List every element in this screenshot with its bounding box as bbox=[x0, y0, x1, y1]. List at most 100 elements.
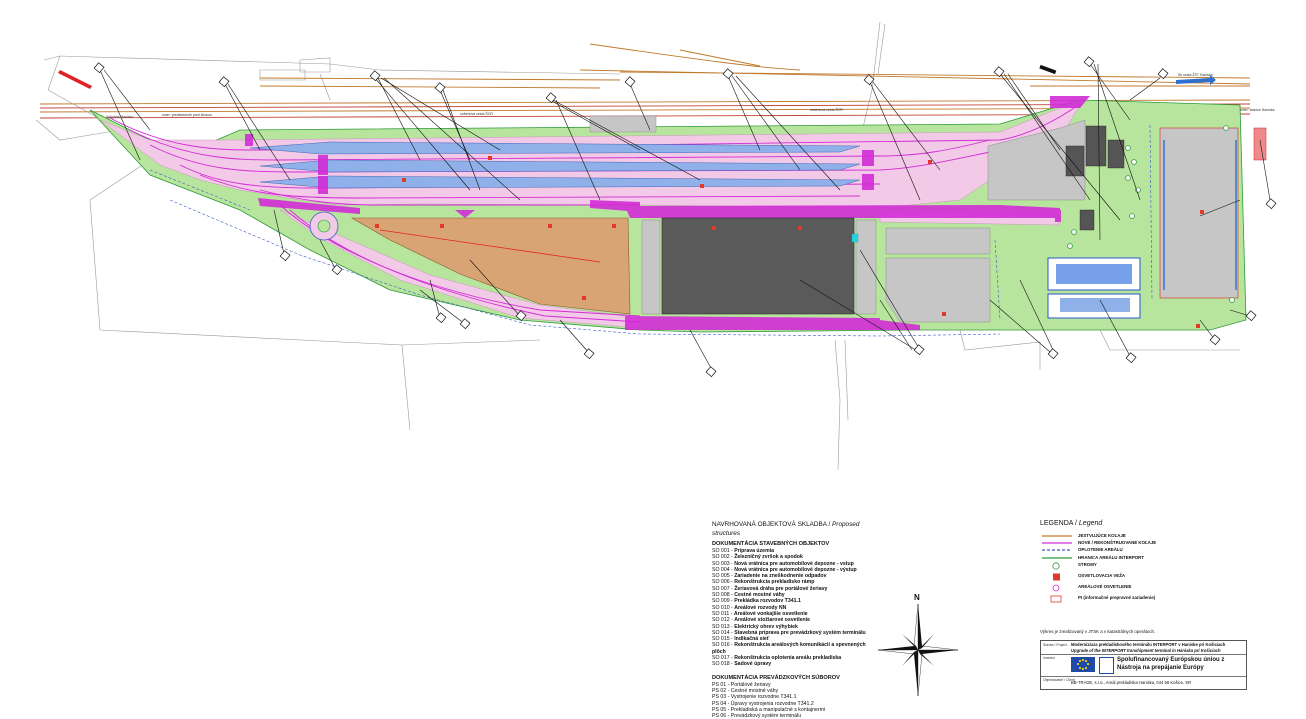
ps-code: PS 03 bbox=[712, 694, 727, 701]
object-list-title: NAVRHOVANÁ OBJEKTOVÁ SKLADBA / Proposed … bbox=[712, 520, 872, 538]
eu-cofinanced-line2: Nástroja na prepájanie Európy bbox=[1117, 664, 1204, 671]
so-item: SO 004 - Nová vrátnica pre automobilové … bbox=[712, 567, 872, 573]
ps-name: Úpravy vystrojenia rozvodne T341.2 bbox=[730, 700, 814, 707]
blue-parking-fill bbox=[1056, 264, 1132, 284]
legend-symbol-tree-icon bbox=[1052, 562, 1060, 570]
so-separator: - bbox=[729, 636, 735, 643]
fence-lines bbox=[149, 124, 1153, 337]
so-item: SO 003 - Nová vrátnica pre automobilové … bbox=[712, 561, 872, 567]
so-separator: - bbox=[729, 579, 735, 586]
parking-area bbox=[1159, 127, 1239, 299]
eu-flag-icon bbox=[1071, 657, 1095, 672]
title-block-investor-row: Investor Spolufinancovaný Európskou únio… bbox=[1041, 654, 1246, 677]
so-separator: - bbox=[729, 604, 735, 611]
so-code: SO 003 bbox=[712, 560, 730, 567]
so-name: Príprava územia bbox=[734, 548, 775, 554]
so-code: SO 011 bbox=[712, 610, 730, 617]
brown-storage-area bbox=[350, 217, 631, 315]
ps-item: PS 03 - Vystrojenie rozvodne T341.1 bbox=[712, 694, 872, 700]
container-platform bbox=[661, 217, 855, 315]
legend-symbol-pi-icon bbox=[1050, 595, 1062, 603]
so-separator: - bbox=[729, 598, 735, 605]
so-separator: - bbox=[729, 554, 735, 561]
ps-item: PS 01 - Portálové žeriavy bbox=[712, 682, 872, 688]
so-name: Rekonštrukcia oplotenia areálu prekladis… bbox=[734, 655, 842, 662]
so-item: SO 001 - Príprava územia bbox=[712, 548, 872, 554]
so-name: Areálové stožiarové osvetlenie bbox=[734, 617, 811, 624]
so-item: SO 010 - Areálové rozvody NN bbox=[712, 605, 872, 611]
ps-name: Prekladiská a manipulačné s kontajnermi bbox=[730, 706, 826, 713]
so-item: SO 016 - Rekonštrukcia areálových komuni… bbox=[712, 642, 872, 655]
ps-name: Portálové žeriavy bbox=[730, 681, 771, 688]
so-heading: DOKUMENTÁCIA STAVEBNÝCH OBJEKTOV bbox=[712, 541, 830, 547]
so-separator: - bbox=[729, 592, 735, 599]
ps-code: PS 01 bbox=[712, 681, 727, 688]
title-block: Stavba / Project Modernizácia prekladisk… bbox=[1040, 640, 1247, 690]
so-separator: - bbox=[729, 573, 735, 580]
so-name: Zariadenie na zneškodnenie odpadov bbox=[734, 573, 827, 580]
grey-area-right bbox=[885, 227, 991, 255]
lighting-towers bbox=[375, 156, 1204, 328]
so-item: SO 012 - Areálové stožiarové osvetlenie bbox=[712, 617, 872, 623]
so-code: SO 018 bbox=[712, 661, 730, 668]
ps-separator: - bbox=[726, 700, 731, 707]
grey-rect-top bbox=[589, 115, 657, 133]
object-list-title-text: NAVRHOVANÁ OBJEKTOVÁ SKLADBA / bbox=[712, 521, 833, 528]
project-title-en: Upgrade of the INTERPORT transhipment te… bbox=[1071, 647, 1221, 653]
so-code: SO 009 bbox=[712, 598, 730, 605]
so-name: Cestné mostné váhy bbox=[734, 592, 785, 599]
client-key: Objednávateľ / Client bbox=[1043, 678, 1075, 682]
legend-items: JESTVUJÚCE KOĽAJE NOVÉ / REKONŠTRUOVANÉ K… bbox=[1040, 533, 1240, 606]
legend-item: OPLOTENIE AREÁLU bbox=[1040, 547, 1240, 554]
so-item: SO 006 - Rekonštrukcia prekladisko rámp bbox=[712, 579, 872, 585]
so-item: SO 015 - Indikačná sieť bbox=[712, 636, 872, 642]
so-code: SO 007 bbox=[712, 585, 730, 592]
legend-item: NOVÉ / REKONŠTRUOVANÉ KOĽAJE bbox=[1040, 540, 1240, 547]
project-title-sk: Modernizácia prekladiskového terminálu I… bbox=[1071, 642, 1226, 647]
brown-area-red-line bbox=[379, 229, 601, 263]
so-separator: - bbox=[729, 655, 735, 662]
label-railway-normal-right: súbehová cesta ŠCR bbox=[810, 107, 843, 112]
project-key: Stavba / Project bbox=[1043, 643, 1067, 647]
legend-symbol-fence-icon bbox=[1042, 549, 1072, 551]
so-item: SO 005 - Zariadenie na zneškodnenie odpa… bbox=[712, 573, 872, 579]
so-separator: - bbox=[729, 610, 734, 617]
ps-item: PS 05 - Prekladiská a manipulačné s kont… bbox=[712, 707, 872, 713]
legend-item: JESTVUJÚCE KOĽAJE bbox=[1040, 533, 1240, 540]
blue-platforms bbox=[249, 141, 861, 189]
so-name: Železničný zvršok a spodok bbox=[734, 554, 803, 561]
so-code: SO 006 bbox=[712, 579, 730, 586]
so-item: SO 009 - Prekládka rozvodov T341.1 bbox=[712, 598, 872, 604]
label-railway-normal: súbehová cesta ŠCR bbox=[460, 111, 493, 116]
so-code: SO 002 bbox=[712, 554, 730, 561]
legend-symbol-tower-icon bbox=[1053, 573, 1060, 581]
so-name: Žeriavová dráha pre portálové žeriavy bbox=[734, 585, 828, 592]
so-item: SO 011 - Areálové vonkajšie osvetlenie bbox=[712, 611, 872, 617]
label-station-left: Výhybňa Hanisko bbox=[106, 115, 133, 119]
legend-item: HRANICA AREÁLU INTERPORT bbox=[1040, 555, 1240, 562]
title-block-project-row: Stavba / Project Modernizácia prekladisk… bbox=[1041, 641, 1246, 655]
ps-code: PS 02 bbox=[712, 687, 727, 694]
so-separator: - bbox=[729, 585, 735, 592]
legend-symbol-line-icon bbox=[1042, 535, 1072, 537]
so-code: SO 004 bbox=[712, 566, 730, 573]
ps-item: PS 02 - Cestné mostné váhy bbox=[712, 688, 872, 694]
so-code: SO 001 bbox=[712, 548, 730, 554]
so-item: SO 008 - Cestné mostné váhy bbox=[712, 592, 872, 598]
legend-title: LEGENDA / Legend bbox=[1040, 520, 1240, 527]
so-item: SO 014 - Stavebná príprava pre prevádzko… bbox=[712, 630, 872, 636]
context-lines bbox=[35, 21, 1240, 471]
legend-title-text: LEGENDA / bbox=[1040, 520, 1079, 527]
ps-separator: - bbox=[726, 706, 731, 713]
ps-item: PS 06 - Prevádzkový systém terminálu bbox=[712, 713, 872, 719]
legend-symbol-line-icon bbox=[1042, 556, 1072, 559]
ps-separator: - bbox=[726, 687, 731, 694]
compass-north: N bbox=[914, 593, 920, 602]
so-name: Areálové vonkajšie osvetlenie bbox=[733, 610, 808, 617]
legend-label: JESTVUJÚCE KOĽAJE bbox=[1078, 533, 1126, 538]
so-code: SO 012 bbox=[712, 617, 730, 624]
so-code: SO 005 bbox=[712, 573, 730, 580]
legend-symbol-lamp-icon bbox=[1052, 584, 1060, 592]
so-code: SO 013 bbox=[712, 623, 730, 630]
